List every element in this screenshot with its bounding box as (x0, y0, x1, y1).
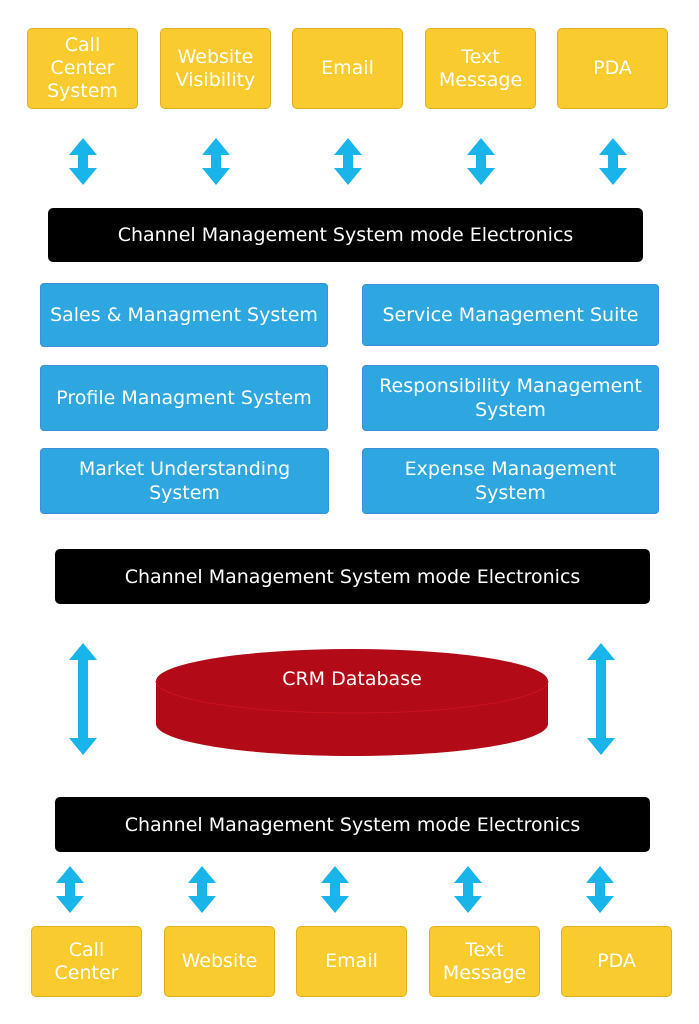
channel-pda-bottom: PDA (561, 926, 672, 997)
module-profile-management: Profile Managment System (40, 365, 328, 431)
double-arrow-icon (69, 643, 97, 755)
channel-call-center-system: Call Center System (27, 28, 138, 109)
channel-pda: PDA (557, 28, 668, 109)
double-arrow-icon (69, 138, 97, 185)
double-arrow-icon (454, 866, 482, 913)
channel-management-bar-top: Channel Management System mode Electroni… (48, 208, 643, 262)
double-arrow-icon (334, 138, 362, 185)
double-arrow-icon (188, 866, 216, 913)
double-arrow-icon (587, 643, 615, 755)
channel-management-bar-bottom: Channel Management System mode Electroni… (55, 797, 650, 852)
double-arrow-icon (202, 138, 230, 185)
channel-call-center: Call Center (31, 926, 142, 997)
channel-email-bottom: Email (296, 926, 407, 997)
module-market-understanding: Market Understanding System (40, 448, 329, 514)
channel-email: Email (292, 28, 403, 109)
module-sales-management: Sales & Managment System (40, 283, 328, 347)
channel-website-visibility: Website Visibility (160, 28, 271, 109)
double-arrow-icon (56, 866, 84, 913)
double-arrow-icon (467, 138, 495, 185)
module-responsibility-management: Responsibility Management System (362, 365, 659, 431)
channel-text-message-bottom: Text Message (429, 926, 540, 997)
channel-website: Website (164, 926, 275, 997)
double-arrow-icon (586, 866, 614, 913)
channel-management-bar-middle: Channel Management System mode Electroni… (55, 549, 650, 604)
module-expense-management: Expense Management System (362, 448, 659, 514)
double-arrow-icon (599, 138, 627, 185)
double-arrow-icon (321, 866, 349, 913)
channel-text-message: Text Message (425, 28, 536, 109)
module-service-management: Service Management Suite (362, 284, 659, 346)
crm-database-label: CRM Database (282, 668, 422, 690)
